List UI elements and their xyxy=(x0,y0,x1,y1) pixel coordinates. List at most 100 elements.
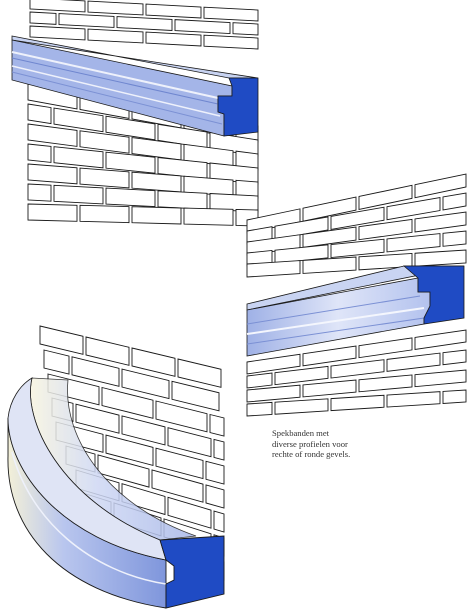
brick xyxy=(246,260,301,278)
brick xyxy=(442,389,467,404)
brick xyxy=(358,374,413,393)
brick xyxy=(53,107,104,133)
brick xyxy=(79,204,130,224)
brick xyxy=(167,496,212,529)
brick xyxy=(414,211,467,233)
brick xyxy=(442,230,467,247)
brick xyxy=(145,31,202,47)
brick xyxy=(209,413,225,437)
brick xyxy=(171,380,220,412)
brick xyxy=(302,196,357,222)
brick xyxy=(177,358,222,388)
band-end-face-top xyxy=(217,77,259,137)
caption-line-3: rechte of ronde gevels. xyxy=(272,449,351,459)
band-end-face-curved xyxy=(159,535,225,609)
brick xyxy=(183,207,234,226)
brick xyxy=(27,103,52,125)
brick xyxy=(246,384,301,403)
brick xyxy=(39,325,84,355)
brick xyxy=(302,345,357,367)
brick xyxy=(213,510,225,533)
brick xyxy=(157,190,208,210)
brick xyxy=(302,226,357,248)
brick xyxy=(174,19,231,35)
brick xyxy=(442,192,467,211)
brick xyxy=(105,115,156,141)
brick xyxy=(213,438,225,461)
brick xyxy=(116,16,173,31)
caption: Spekbanden met diverse profielen voor re… xyxy=(272,428,412,460)
brick xyxy=(71,356,120,387)
brick xyxy=(330,206,385,230)
band-profile-curved xyxy=(7,377,225,609)
brick xyxy=(131,206,182,225)
band-end-face-right xyxy=(402,265,465,325)
brick xyxy=(205,460,225,485)
brick xyxy=(155,400,208,433)
brick xyxy=(43,349,70,375)
brick xyxy=(87,0,144,16)
brick xyxy=(274,244,329,264)
brick xyxy=(358,337,413,359)
brick xyxy=(330,394,385,412)
brickwork-right xyxy=(246,173,467,417)
wall-curved xyxy=(7,325,225,609)
brick xyxy=(121,368,170,400)
brick xyxy=(358,184,413,211)
brick xyxy=(246,401,273,417)
brick xyxy=(79,130,130,154)
brick xyxy=(58,13,115,28)
brick xyxy=(442,349,467,366)
brick xyxy=(386,233,441,253)
brick xyxy=(27,123,78,147)
brick xyxy=(121,415,166,446)
wall-straight-right xyxy=(246,173,467,417)
brick xyxy=(414,249,467,267)
brick xyxy=(167,427,212,458)
brick xyxy=(29,0,86,13)
brick xyxy=(97,454,150,488)
brick xyxy=(414,173,467,199)
brick xyxy=(246,372,273,389)
brick xyxy=(75,403,120,434)
brick xyxy=(414,369,467,388)
brick xyxy=(232,22,259,36)
brick xyxy=(87,28,144,44)
brick xyxy=(79,167,130,189)
band-profile-top xyxy=(11,35,259,137)
brick xyxy=(330,359,385,379)
brick xyxy=(302,379,357,398)
brick xyxy=(27,183,52,202)
brick xyxy=(302,256,357,274)
brick xyxy=(85,336,130,366)
brick xyxy=(29,25,86,41)
brick xyxy=(274,365,329,386)
brick xyxy=(105,434,154,466)
brick xyxy=(205,484,225,509)
brick xyxy=(151,469,204,503)
wall-straight-top xyxy=(11,0,259,227)
brick xyxy=(203,34,259,50)
brick xyxy=(105,151,156,174)
brick xyxy=(27,143,52,163)
brick xyxy=(246,353,301,375)
brick xyxy=(27,203,78,222)
caption-line-2: diverse profielen voor xyxy=(272,438,348,449)
brick xyxy=(101,386,154,419)
brick xyxy=(386,196,441,221)
brick xyxy=(414,329,467,350)
brick xyxy=(386,391,441,408)
brick xyxy=(131,347,176,377)
brick xyxy=(274,398,329,415)
brick xyxy=(155,447,204,480)
brick xyxy=(358,218,413,241)
brick xyxy=(145,3,202,19)
brick xyxy=(105,187,156,208)
brick xyxy=(131,171,182,193)
brick xyxy=(386,352,441,372)
band-profile-right xyxy=(246,265,465,357)
brick xyxy=(53,184,104,205)
brick xyxy=(203,6,259,22)
brick xyxy=(274,216,329,240)
